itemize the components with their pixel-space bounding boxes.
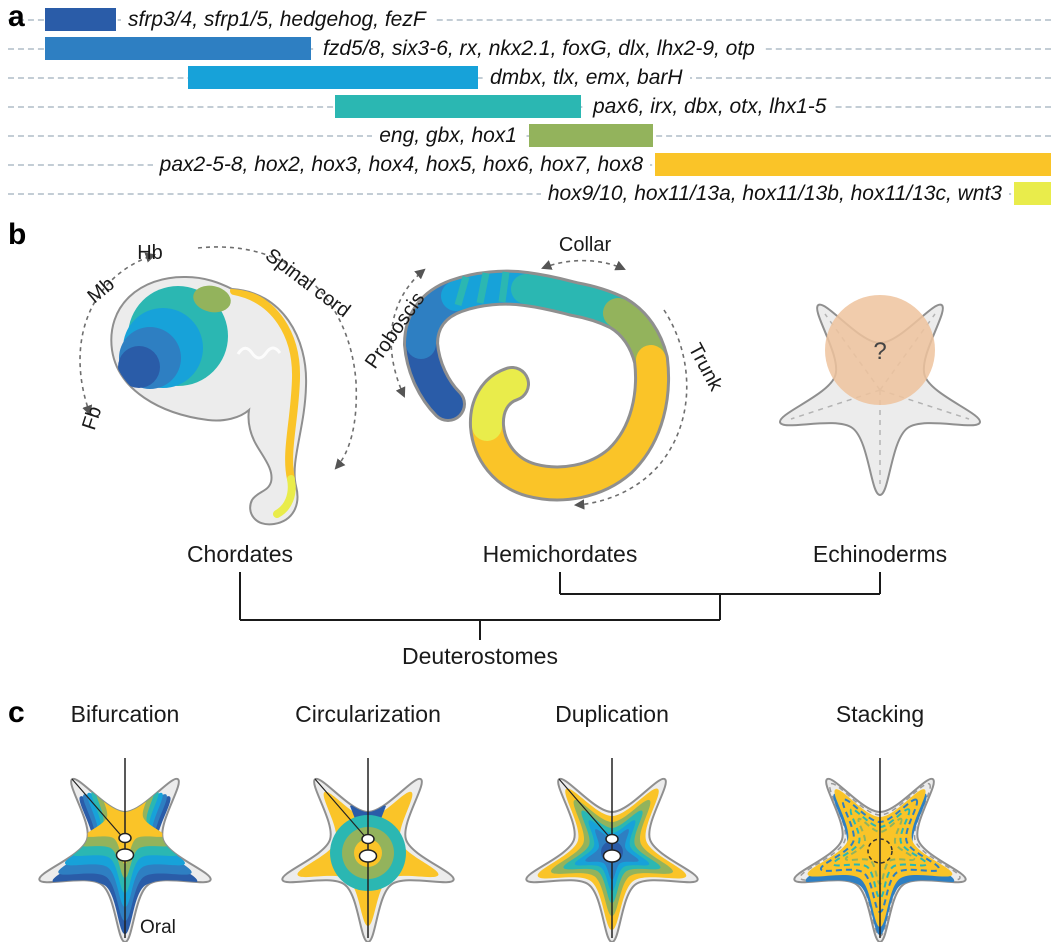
- trunk-arc-arrow: [573, 309, 688, 510]
- oral-label: Oral: [140, 917, 176, 938]
- brain-region-arc-arrow: [79, 252, 156, 416]
- expression-domain-bar: [188, 66, 478, 89]
- gene-list: pax2-5-8, hox2, hox3, hox4, hox5, hox6, …: [152, 153, 650, 177]
- panel-a-label: a: [8, 0, 25, 33]
- gene-list: pax6, irx, dbx, otx, lhx1-5: [586, 95, 834, 119]
- circularization-title: Circularization: [295, 701, 441, 727]
- bifurcation-model: Oral: [38, 758, 212, 942]
- axis-pore-marker: [358, 849, 378, 863]
- phylogeny-tree: [239, 572, 881, 640]
- axis-pore-marker: [118, 832, 132, 844]
- spinal-cord-stripe: [230, 287, 301, 483]
- duplication-model: [525, 758, 699, 942]
- bifurcation-title: Bifurcation: [71, 701, 180, 727]
- gene-row: pax6, irx, dbx, otx, lhx1-5: [0, 95, 1051, 119]
- expression-domain-bar: [529, 124, 653, 147]
- panel-c-label: c: [8, 696, 25, 729]
- gene-list: eng, gbx, hox1: [372, 124, 524, 148]
- chordates-label: Chordates: [187, 541, 293, 567]
- hemichordates-label: Hemichordates: [483, 541, 638, 567]
- hemichordate-illustration: Proboscis Collar Trunk: [361, 234, 728, 510]
- expression-domain-bar: [45, 37, 311, 60]
- arm-axis-line: [558, 778, 613, 841]
- trunk-tip-segment: [471, 369, 527, 441]
- scenario-diagrams: Bifurcation Circularization Duplication …: [38, 701, 967, 942]
- gene-row: fzd5/8, six3-6, rx, nkx2.1, foxG, dlx, l…: [0, 37, 1051, 61]
- center-dashed-circle: [867, 838, 893, 864]
- somite-line: [236, 346, 282, 360]
- echinoderm-illustration: ?: [779, 295, 981, 497]
- gene-list: sfrp3/4, sfrp1/5, hedgehog, fezF: [121, 8, 433, 32]
- row-guideline: [8, 193, 1051, 195]
- gene-list: fzd5/8, six3-6, rx, nkx2.1, foxG, dlx, l…: [316, 37, 762, 61]
- forebrain-anterior-region: [118, 346, 160, 388]
- axis-pore-marker: [602, 849, 622, 863]
- gene-row: hox9/10, hox11/13a, hox11/13b, hox11/13c…: [0, 182, 1051, 206]
- gene-row: sfrp3/4, sfrp1/5, hedgehog, fezF: [0, 8, 1051, 32]
- spinal-cord-tip: [273, 475, 296, 518]
- hindbrain-label: Hb: [137, 242, 163, 264]
- gene-list: hox9/10, hox11/13a, hox11/13b, hox11/13c…: [540, 182, 1009, 206]
- gene-row: pax2-5-8, hox2, hox3, hox4, hox5, hox6, …: [0, 153, 1051, 177]
- hatch-stripe: [476, 272, 490, 304]
- trunk-label: Trunk: [684, 340, 728, 396]
- stacking-title: Stacking: [836, 701, 924, 727]
- gene-row: eng, gbx, hox1: [0, 124, 1051, 148]
- gene-row: dmbx, tlx, emx, barH: [0, 66, 1051, 90]
- hindbrain-region: [193, 285, 231, 313]
- expression-domain-bar: [45, 8, 116, 31]
- trunk-segment: [472, 345, 668, 499]
- duplication-title: Duplication: [555, 701, 669, 727]
- panel-b-label: b: [8, 218, 27, 251]
- echinoderms-label: Echinoderms: [813, 541, 947, 567]
- forebrain-label: Fb: [78, 404, 106, 433]
- stacking-model: [793, 758, 967, 942]
- deuterostomes-label: Deuterostomes: [402, 643, 558, 669]
- arm-axis-line: [314, 778, 369, 841]
- teal-dashed-layer: [832, 808, 928, 900]
- hatch-stripe: [454, 276, 470, 306]
- collar-label: Collar: [559, 234, 612, 256]
- hatch-stripe: [498, 271, 510, 303]
- chordate-illustration: Fb Mb Hb Spinal cord: [78, 242, 358, 526]
- axis-pore-marker: [115, 848, 135, 862]
- collar-arc-arrow: [541, 259, 626, 271]
- unknown-territory-circle: [825, 295, 935, 405]
- arm-axis-line: [71, 778, 126, 841]
- expression-domain-bar: [655, 153, 1051, 176]
- question-mark: ?: [873, 338, 886, 365]
- expression-domain-bar: [335, 95, 581, 118]
- expression-domain-bar: [1014, 182, 1051, 205]
- axis-pore-marker: [605, 833, 619, 845]
- deuterostome-diagrams: Fb Mb Hb Spinal cord Proboscis Collar Tr…: [78, 234, 981, 669]
- gene-list: dmbx, tlx, emx, barH: [483, 66, 690, 90]
- green-dashed-layer: [844, 817, 916, 886]
- circularization-model: [281, 758, 455, 942]
- proboscis-arc-arrow: [390, 268, 426, 398]
- row-guideline: [8, 19, 1051, 21]
- axis-pore-marker: [361, 833, 375, 845]
